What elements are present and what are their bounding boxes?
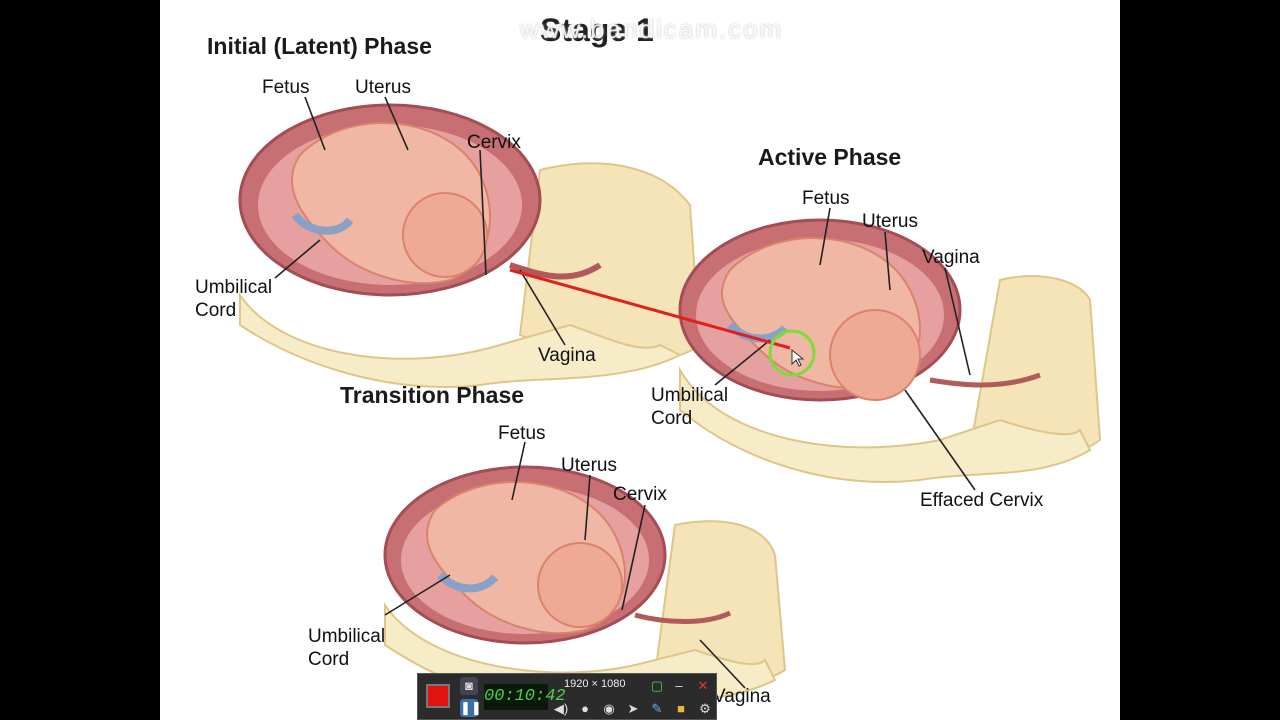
webcam-icon[interactable]: ◉ [603,701,615,716]
transition-cervix-label: Cervix [613,484,667,505]
latent-vagina-label: Vagina [538,345,596,366]
pause-icon[interactable]: ❚❚ [460,699,482,717]
labor-illustrations [238,96,1102,708]
recorder-toolbar: ◙ ❚❚ 00:10:42 1920 × 1080 ▢ – ✕ ◀) ● ◉ ➤… [417,673,717,720]
latent-cord-label: Cord [195,300,237,321]
latent-phase-illustration [238,103,702,388]
window-icon[interactable]: ▢ [650,678,664,693]
cursor-icon[interactable]: ➤ [627,701,639,716]
transition-phase-illustration [383,465,787,708]
active-fetus-label: Fetus [802,188,850,209]
resolution-label: 1920 × 1080 [564,678,626,690]
annotation-circle [768,329,816,377]
latent-uterus-label: Uterus [355,77,411,98]
pen-icon[interactable]: ✎ [651,701,663,716]
transition-vagina-label: Vagina [713,686,771,707]
transition-umbilical-label: Umbilical [308,626,386,647]
active-effaced-cervix-label: Effaced Cervix [920,490,1044,511]
latent-umbilical-label: Umbilical [195,277,273,298]
watermark: www.bandicam.com [520,14,784,44]
active-phase-title: Active Phase [758,144,902,170]
latent-cervix-label: Cervix [467,132,521,153]
active-uterus-label: Uterus [862,211,918,232]
camera-icon[interactable]: ◙ [460,677,478,695]
active-phase-illustration [678,218,1102,483]
transition-cord-label: Cord [308,649,350,670]
transition-fetus-label: Fetus [498,423,546,444]
cursor-icon-on-slide [791,348,805,367]
annotation-arrow [509,268,791,350]
leader-lines [274,96,976,689]
slide-title: Stage 1 [540,12,654,48]
active-vagina-label: Vagina [922,247,980,268]
transition-uterus-label: Uterus [561,455,617,476]
record-icon[interactable] [426,684,450,708]
slide: Stage 1 www.bandicam.com Initial (Latent… [160,0,1120,720]
latent-fetus-label: Fetus [262,77,310,98]
speaker-icon[interactable]: ◀) [553,701,569,716]
recording-timer: 00:10:42 [484,684,566,710]
settings-icon[interactable]: ⚙ [699,701,711,716]
microphone-icon[interactable]: ● [581,701,589,716]
minimize-icon[interactable]: – [675,678,683,693]
folder-icon[interactable]: ■ [677,701,685,716]
active-umbilical-label: Umbilical [651,385,729,406]
active-cord-label: Cord [651,408,693,429]
close-icon[interactable]: ✕ [697,678,709,693]
latent-phase-title: Initial (Latent) Phase [207,33,432,59]
transition-phase-title: Transition Phase [340,382,525,408]
